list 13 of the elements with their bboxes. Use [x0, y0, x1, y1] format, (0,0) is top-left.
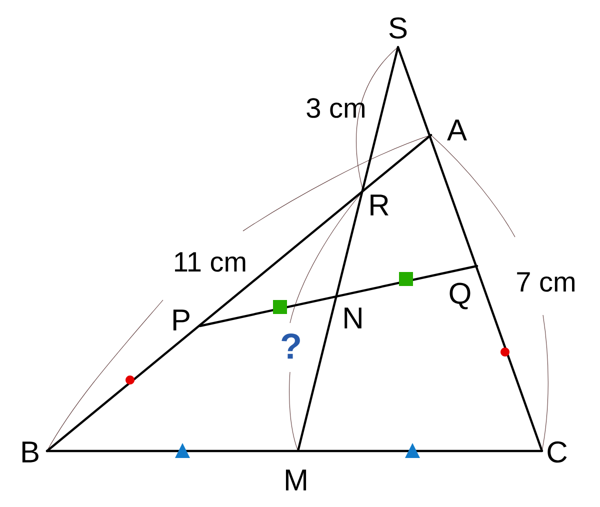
length-label: 11 cm: [175, 252, 246, 272]
question-mark: ?: [282, 333, 300, 359]
length-label: 3 cm: [306, 98, 364, 118]
point-label: N: [344, 308, 362, 328]
point-label: B: [22, 442, 38, 462]
point-label: S: [389, 17, 407, 39]
length-label: 7 cm: [517, 272, 574, 292]
point-label: R: [370, 194, 388, 216]
point-label: P: [173, 310, 190, 330]
point-label: C: [548, 441, 567, 463]
point-label: M: [286, 470, 306, 490]
point-label: A: [447, 120, 467, 140]
point-label: Q: [450, 282, 470, 310]
